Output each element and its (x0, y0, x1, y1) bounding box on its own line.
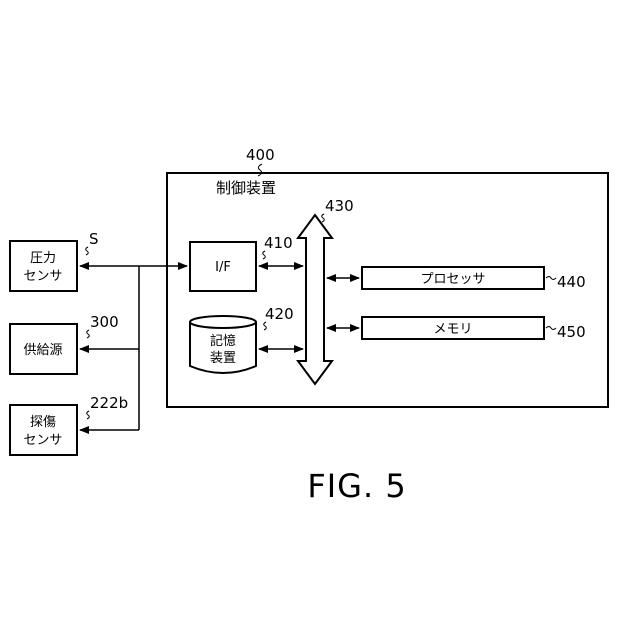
probe-sensor-ref: 222b (90, 394, 128, 412)
storage-label-line1: 記憶 (210, 333, 236, 349)
interface-ref: 410 (264, 234, 293, 252)
figure-caption: FIG. 5 (307, 467, 406, 505)
memory-label: メモリ (433, 322, 472, 337)
memory-ref: 450 (557, 323, 586, 341)
processor-ref: 440 (557, 273, 586, 291)
pressure-sensor-ref: S (89, 230, 99, 248)
processor-leader (546, 277, 556, 280)
memory-leader (546, 327, 556, 330)
pressure-sensor-label-line2: センサ (23, 269, 62, 284)
interface-label: I/F (215, 260, 231, 275)
storage-ref: 420 (265, 305, 294, 323)
probe-sensor-label-line2: センサ (23, 433, 62, 448)
pressure-sensor-leader (86, 247, 89, 255)
processor-label: プロセッサ (420, 272, 485, 287)
pressure-sensor-label-line1: 圧力 (30, 251, 56, 266)
storage-label-line2: 装置 (210, 351, 236, 366)
bus-arrow (298, 215, 332, 384)
supply-source-ref: 300 (90, 313, 119, 331)
supply-source-label: 供給源 (23, 343, 62, 358)
supply-source-leader (87, 330, 90, 338)
bus-leader (322, 214, 325, 222)
storage-cylinder-top (190, 316, 256, 328)
storage-leader (264, 322, 267, 330)
control-device-title: 制御装置 (216, 179, 276, 197)
control-device-leader (258, 164, 262, 176)
control-device-ref: 400 (246, 146, 275, 164)
probe-sensor-label-line1: 探傷 (30, 415, 56, 430)
probe-sensor-leader (87, 411, 90, 419)
bus-ref: 430 (325, 197, 354, 215)
interface-leader (263, 251, 266, 259)
